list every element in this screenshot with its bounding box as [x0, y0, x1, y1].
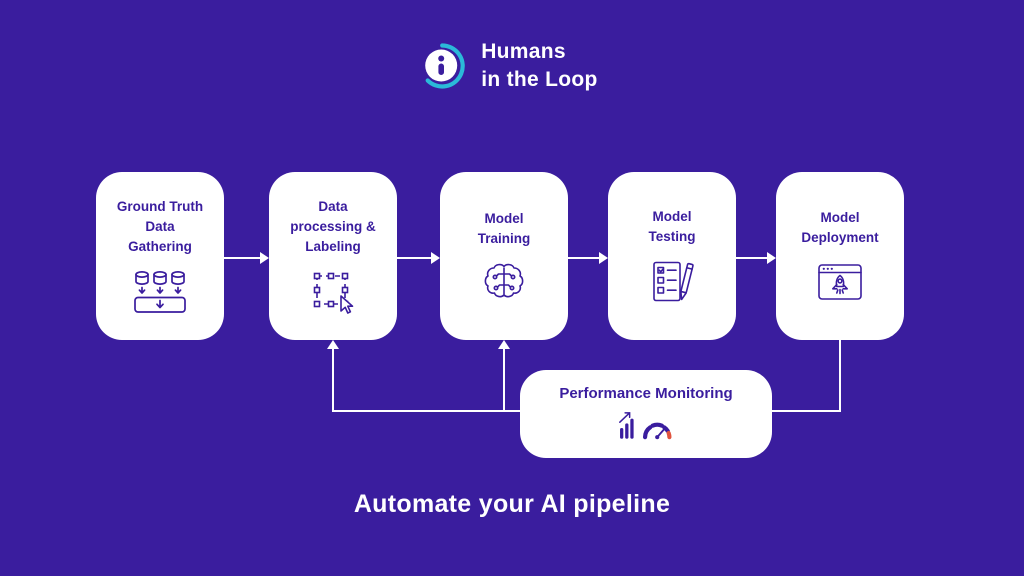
feedback-line-into-monitoring [772, 410, 841, 412]
feedback-riser-to-labeling [332, 349, 334, 412]
logo: Humans in the Loop [419, 38, 597, 93]
flow-arrowhead-4-5 [767, 252, 776, 264]
brain-circuit-icon [480, 261, 528, 303]
flow-arrowhead-3-4 [599, 252, 608, 264]
database-gathering-icon [132, 269, 188, 315]
rocket-browser-icon [816, 260, 864, 304]
logo-text: Humans in the Loop [481, 40, 598, 91]
feedback-line-from-monitoring [332, 410, 520, 412]
annotation-selection-icon [308, 269, 358, 315]
gauge-chart-icon [617, 407, 675, 443]
flow-step-ground-truth: Ground Truth Data Gathering [96, 172, 224, 340]
flow-step-model-training: Model Training [440, 172, 568, 340]
flow-arrowhead-2-3 [431, 252, 440, 264]
flow-step-label: Model Testing [648, 208, 696, 244]
performance-monitoring-card: Performance Monitoring [520, 370, 772, 458]
feedback-riser-to-training [503, 349, 505, 412]
flow-step-label: Data processing & Labeling [290, 198, 376, 255]
flow-step-label: Ground Truth Data Gathering [116, 198, 204, 255]
feedback-line-from-deployment [839, 340, 841, 412]
flow-connector-2-3 [397, 257, 431, 259]
performance-monitoring-label: Performance Monitoring [559, 385, 733, 402]
feedback-arrowhead-to-labeling [327, 340, 339, 349]
slide-caption: Automate your AI pipeline [353, 490, 671, 518]
flow-connector-4-5 [736, 257, 767, 259]
flow-arrowhead-1-2 [260, 252, 269, 264]
flow-step-model-deployment: Model Deployment [776, 172, 904, 340]
humans-in-the-loop-logo [419, 43, 465, 89]
checklist-pencil-icon [649, 259, 695, 305]
flow-connector-3-4 [568, 257, 599, 259]
flow-step-processing-labeling: Data processing & Labeling [269, 172, 397, 340]
flow-step-label: Model Deployment [801, 209, 879, 245]
feedback-arrowhead-to-training [498, 340, 510, 349]
flow-step-model-testing: Model Testing [608, 172, 736, 340]
flow-connector-1-2 [224, 257, 260, 259]
flow-step-label: Model Training [477, 210, 531, 246]
